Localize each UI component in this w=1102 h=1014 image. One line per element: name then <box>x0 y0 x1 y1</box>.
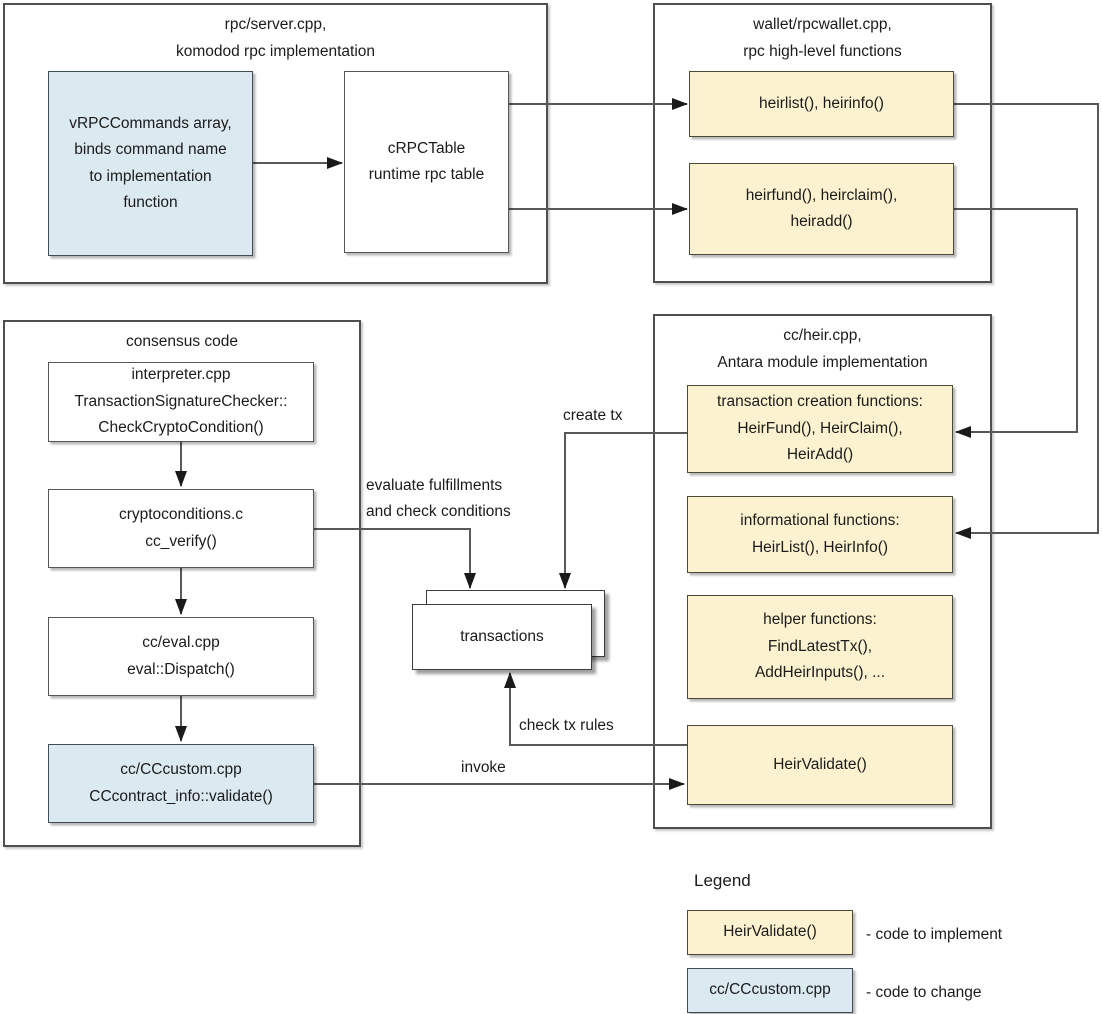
edge-label-check-tx-rules: check tx rules <box>519 717 614 734</box>
text-line: heirlist(), heirinfo() <box>759 94 884 112</box>
edge-label-evaluate-fulfillments: evaluate fulfillments and check conditio… <box>366 473 511 526</box>
legend-desc-code-to-change: - code to change <box>866 984 982 1001</box>
text-line: vRPCCommands array, <box>69 114 232 132</box>
edge-heirvalidate-to-transactions <box>504 672 687 746</box>
text-line: runtime rpc table <box>368 166 485 183</box>
group-rpc-server-title: rpc/server.cpp, komodod rpc implementati… <box>5 12 546 65</box>
node-vrpccommands-array: vRPCCommands array, binds command name t… <box>48 71 253 256</box>
legend-title: Legend <box>694 871 751 890</box>
text-line: eval::Dispatch() <box>127 660 235 678</box>
text-line: AddHeirInputs(), ... <box>754 664 886 682</box>
text-line: HeirValidate() <box>773 755 867 773</box>
edge-label-create-tx: create tx <box>563 407 623 424</box>
title-line: komodod rpc implementation <box>175 42 376 60</box>
node-transaction-creation-functions: transaction creation functions: HeirFund… <box>687 385 953 473</box>
text-line: heirfund(), heirclaim(), <box>745 186 898 204</box>
text-line: cc/eval.cpp <box>142 634 220 652</box>
text-line: HeirAdd() <box>786 446 854 464</box>
text-line: interpreter.cpp <box>131 366 231 384</box>
text-line: CheckCryptoCondition() <box>98 419 264 437</box>
node-helper-functions: helper functions: FindLatestTx(), AddHei… <box>687 595 953 699</box>
text-line: cc_verify() <box>145 532 217 550</box>
text-line: cRPCTable <box>387 139 466 157</box>
node-cceval: cc/eval.cpp eval::Dispatch() <box>48 617 314 696</box>
group-wallet-title: wallet/rpcwallet.cpp, rpc high-level fun… <box>655 12 990 65</box>
title-line: rpc high-level functions <box>743 42 902 60</box>
text-line: transaction creation functions: <box>717 393 923 411</box>
node-transactions: transactions <box>412 604 592 670</box>
edge-cryptoconditions-to-transactions <box>314 528 476 589</box>
text-line: binds command name <box>74 141 227 159</box>
text-line: evaluate fulfillments <box>366 477 503 494</box>
text-line: FindLatestTx(), <box>767 637 873 655</box>
node-heirfund-heirclaim-heiradd-rpc: heirfund(), heirclaim(), heiradd() <box>689 163 954 255</box>
node-cryptoconditions: cryptoconditions.c cc_verify() <box>48 489 314 568</box>
legend-desc-code-to-implement: - code to implement <box>866 926 1003 943</box>
edge-txcreation-to-transactions <box>559 432 687 589</box>
text-line: cryptoconditions.c <box>118 506 244 524</box>
group-heir-title: cc/heir.cpp, Antara module implementatio… <box>655 323 990 376</box>
title-line: rpc/server.cpp, <box>224 16 327 33</box>
text-line: function <box>123 193 178 211</box>
text-line: and check conditions <box>366 503 511 521</box>
text-line: TransactionSignatureChecker:: <box>74 392 288 410</box>
text-line: cc/CCcustom.cpp <box>709 981 831 999</box>
text-line: heiradd() <box>790 213 853 230</box>
edge-heirfund-to-txcreation <box>954 208 1078 438</box>
node-heirvalidate: HeirValidate() <box>687 725 953 805</box>
title-line: cc/heir.cpp, <box>783 327 862 344</box>
legend-swatch-code-to-change: cc/CCcustom.cpp <box>687 968 853 1013</box>
title-line: Antara module implementation <box>717 353 928 371</box>
node-crpctable: cRPCTable runtime rpc table <box>344 71 509 253</box>
text-line: HeirList(), HeirInfo() <box>751 538 889 556</box>
edge-heirlist-to-informational <box>954 103 1099 539</box>
title-line: consensus code <box>125 333 239 350</box>
node-heirlist-heirinfo-rpc: heirlist(), heirinfo() <box>689 71 954 137</box>
node-informational-functions: informational functions: HeirList(), Hei… <box>687 496 953 573</box>
text-line: informational functions: <box>740 512 900 530</box>
legend-swatch-code-to-implement: HeirValidate() <box>687 910 853 955</box>
text-line: to implementation <box>89 167 212 185</box>
node-cccustom: cc/CCcustom.cpp CCcontract_info::validat… <box>48 744 314 823</box>
group-consensus-title: consensus code <box>5 329 359 356</box>
text-line: CCcontract_info::validate() <box>89 787 273 805</box>
edge-label-invoke: invoke <box>461 759 506 776</box>
text-line: helper functions: <box>763 611 877 629</box>
text-line: cc/CCcustom.cpp <box>120 761 242 779</box>
text-line: transactions <box>460 627 544 645</box>
text-line: HeirValidate() <box>723 923 817 941</box>
title-line: wallet/rpcwallet.cpp, <box>753 16 892 33</box>
node-interpreter: interpreter.cpp TransactionSignatureChec… <box>48 362 314 442</box>
text-line: HeirFund(), HeirClaim(), <box>737 419 903 437</box>
